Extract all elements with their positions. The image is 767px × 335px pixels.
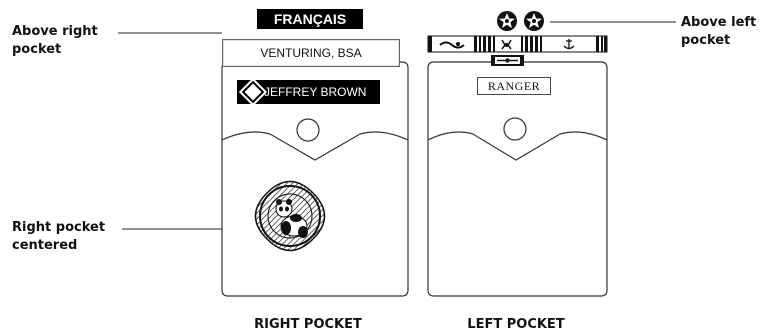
left-pocket <box>427 61 608 297</box>
diamond-logo-icon <box>241 80 265 104</box>
unit-tab: VENTURING, BSA <box>222 39 400 67</box>
callout-text: pocket <box>12 42 62 57</box>
ribbon-bar-row <box>427 35 608 53</box>
rank-tab: RANGER <box>477 77 551 95</box>
callout-right-pocket-centered: Right pocket centered <box>12 219 122 255</box>
caption-left-pocket: LEFT POCKET <box>467 317 565 332</box>
language-strip: FRANÇAIS <box>257 9 363 29</box>
callout-text: Right pocket <box>12 220 106 235</box>
knot-icon <box>491 55 524 66</box>
name-tag-text: JEFFREY BROWN <box>264 85 367 99</box>
anchor-icon <box>563 39 575 50</box>
star-medal-icon <box>497 11 517 31</box>
callout-text: pocket <box>681 33 731 48</box>
left-pocket-button <box>503 117 527 141</box>
panda-emblem-icon <box>254 180 326 252</box>
callout-above-right-pocket: Above right pocket <box>12 23 122 59</box>
callout-text: centered <box>12 238 78 253</box>
left-pocket-flap <box>427 131 608 161</box>
right-pocket-button <box>296 118 320 142</box>
callout-above-left-pocket: Above left pocket <box>681 14 765 50</box>
star-medal-icon <box>524 11 544 31</box>
caption-right-pocket: RIGHT POCKET <box>254 317 362 332</box>
name-tag: JEFFREY BROWN <box>237 80 380 104</box>
callout-text: Above right <box>12 24 98 39</box>
callout-text: Above left <box>681 15 757 30</box>
right-pocket-flap <box>221 131 409 161</box>
